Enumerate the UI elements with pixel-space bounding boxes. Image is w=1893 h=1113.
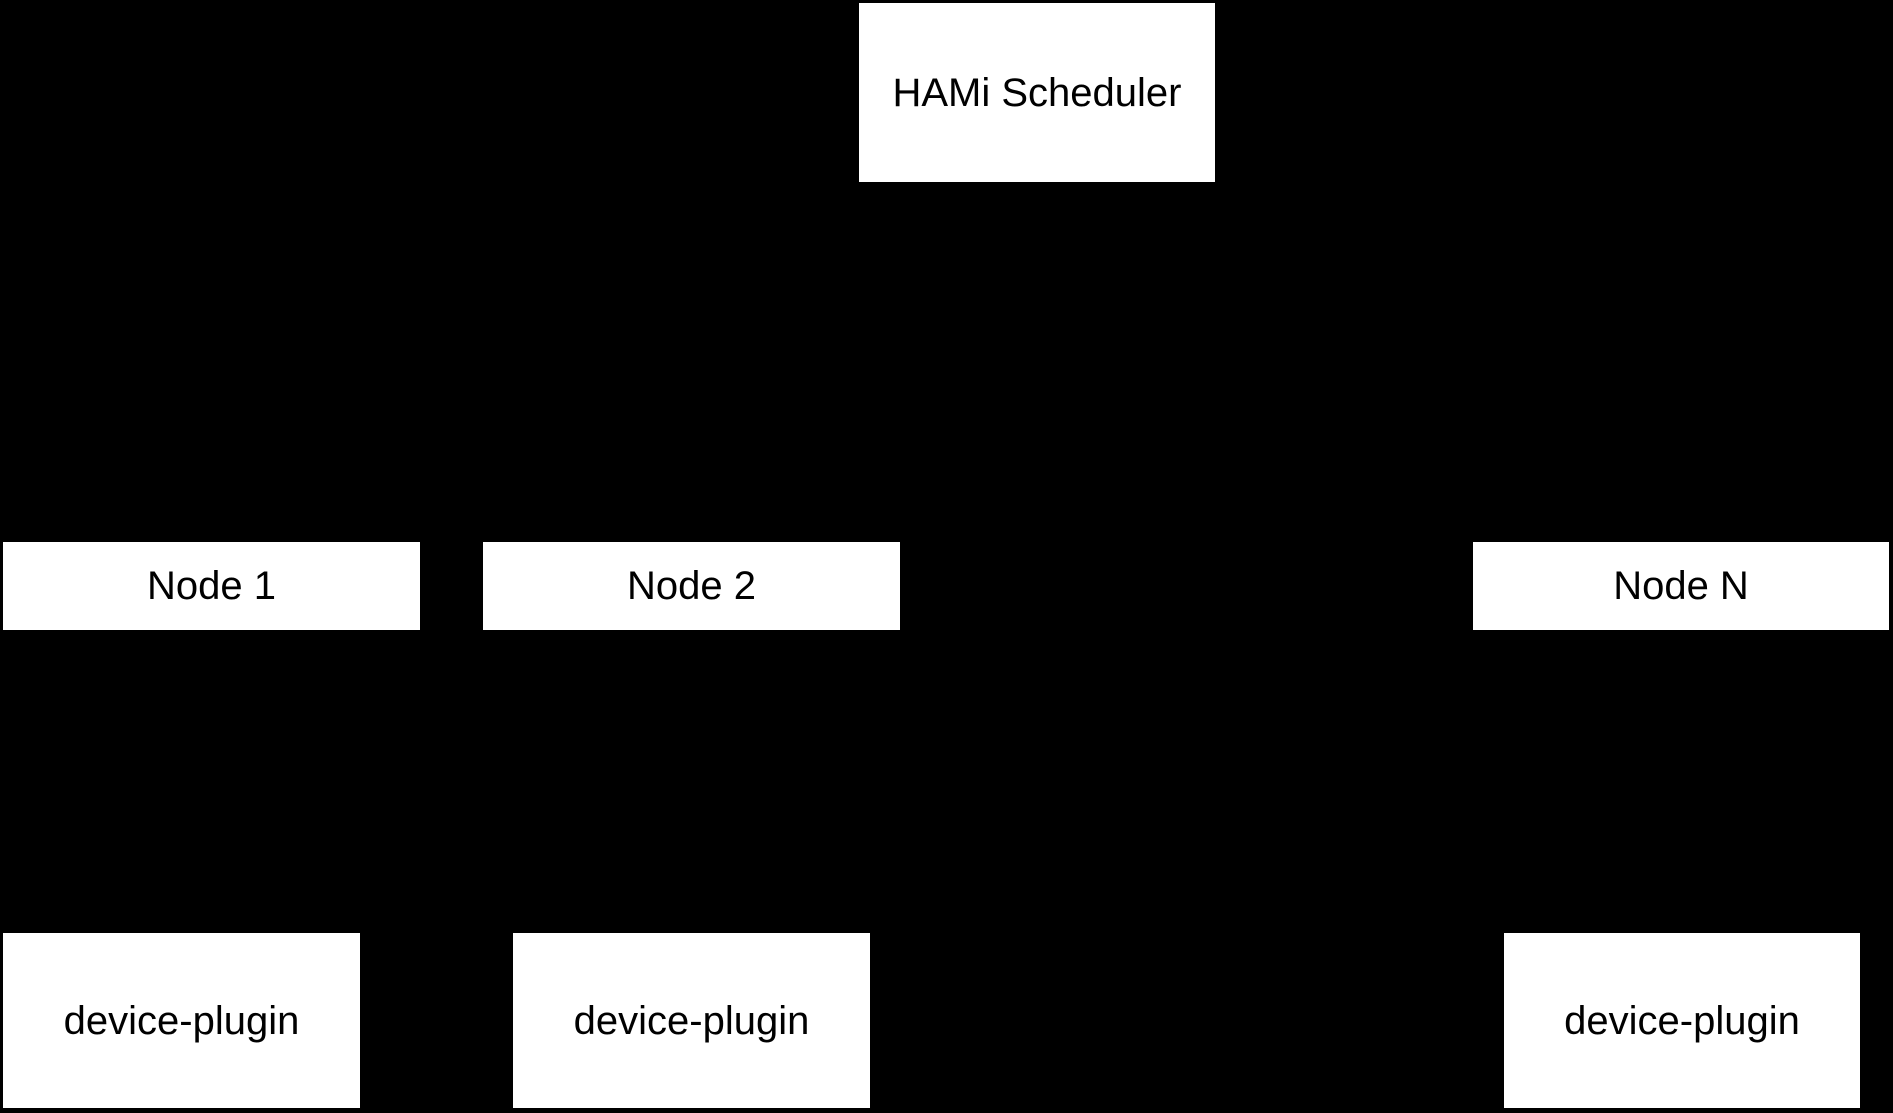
device-plugin-label-3: device-plugin [1564,998,1800,1043]
device-plugin-box-2: device-plugin [513,933,870,1108]
hami-scheduler-box: HAMi Scheduler [859,3,1215,182]
node-2-label: Node 2 [627,564,756,608]
node-n-box: Node N [1473,542,1889,630]
device-plugin-box-3: device-plugin [1504,933,1860,1108]
node-1-box: Node 1 [3,542,420,630]
device-plugin-label-2: device-plugin [573,998,810,1043]
device-plugin-label-1: device-plugin [63,998,300,1043]
node-n-label: Node N [1613,564,1749,608]
node-2-box: Node 2 [483,542,900,630]
hami-scheduler-label: HAMi Scheduler [892,70,1182,115]
device-plugin-box-1: device-plugin [3,933,360,1108]
node-1-label: Node 1 [147,564,276,608]
